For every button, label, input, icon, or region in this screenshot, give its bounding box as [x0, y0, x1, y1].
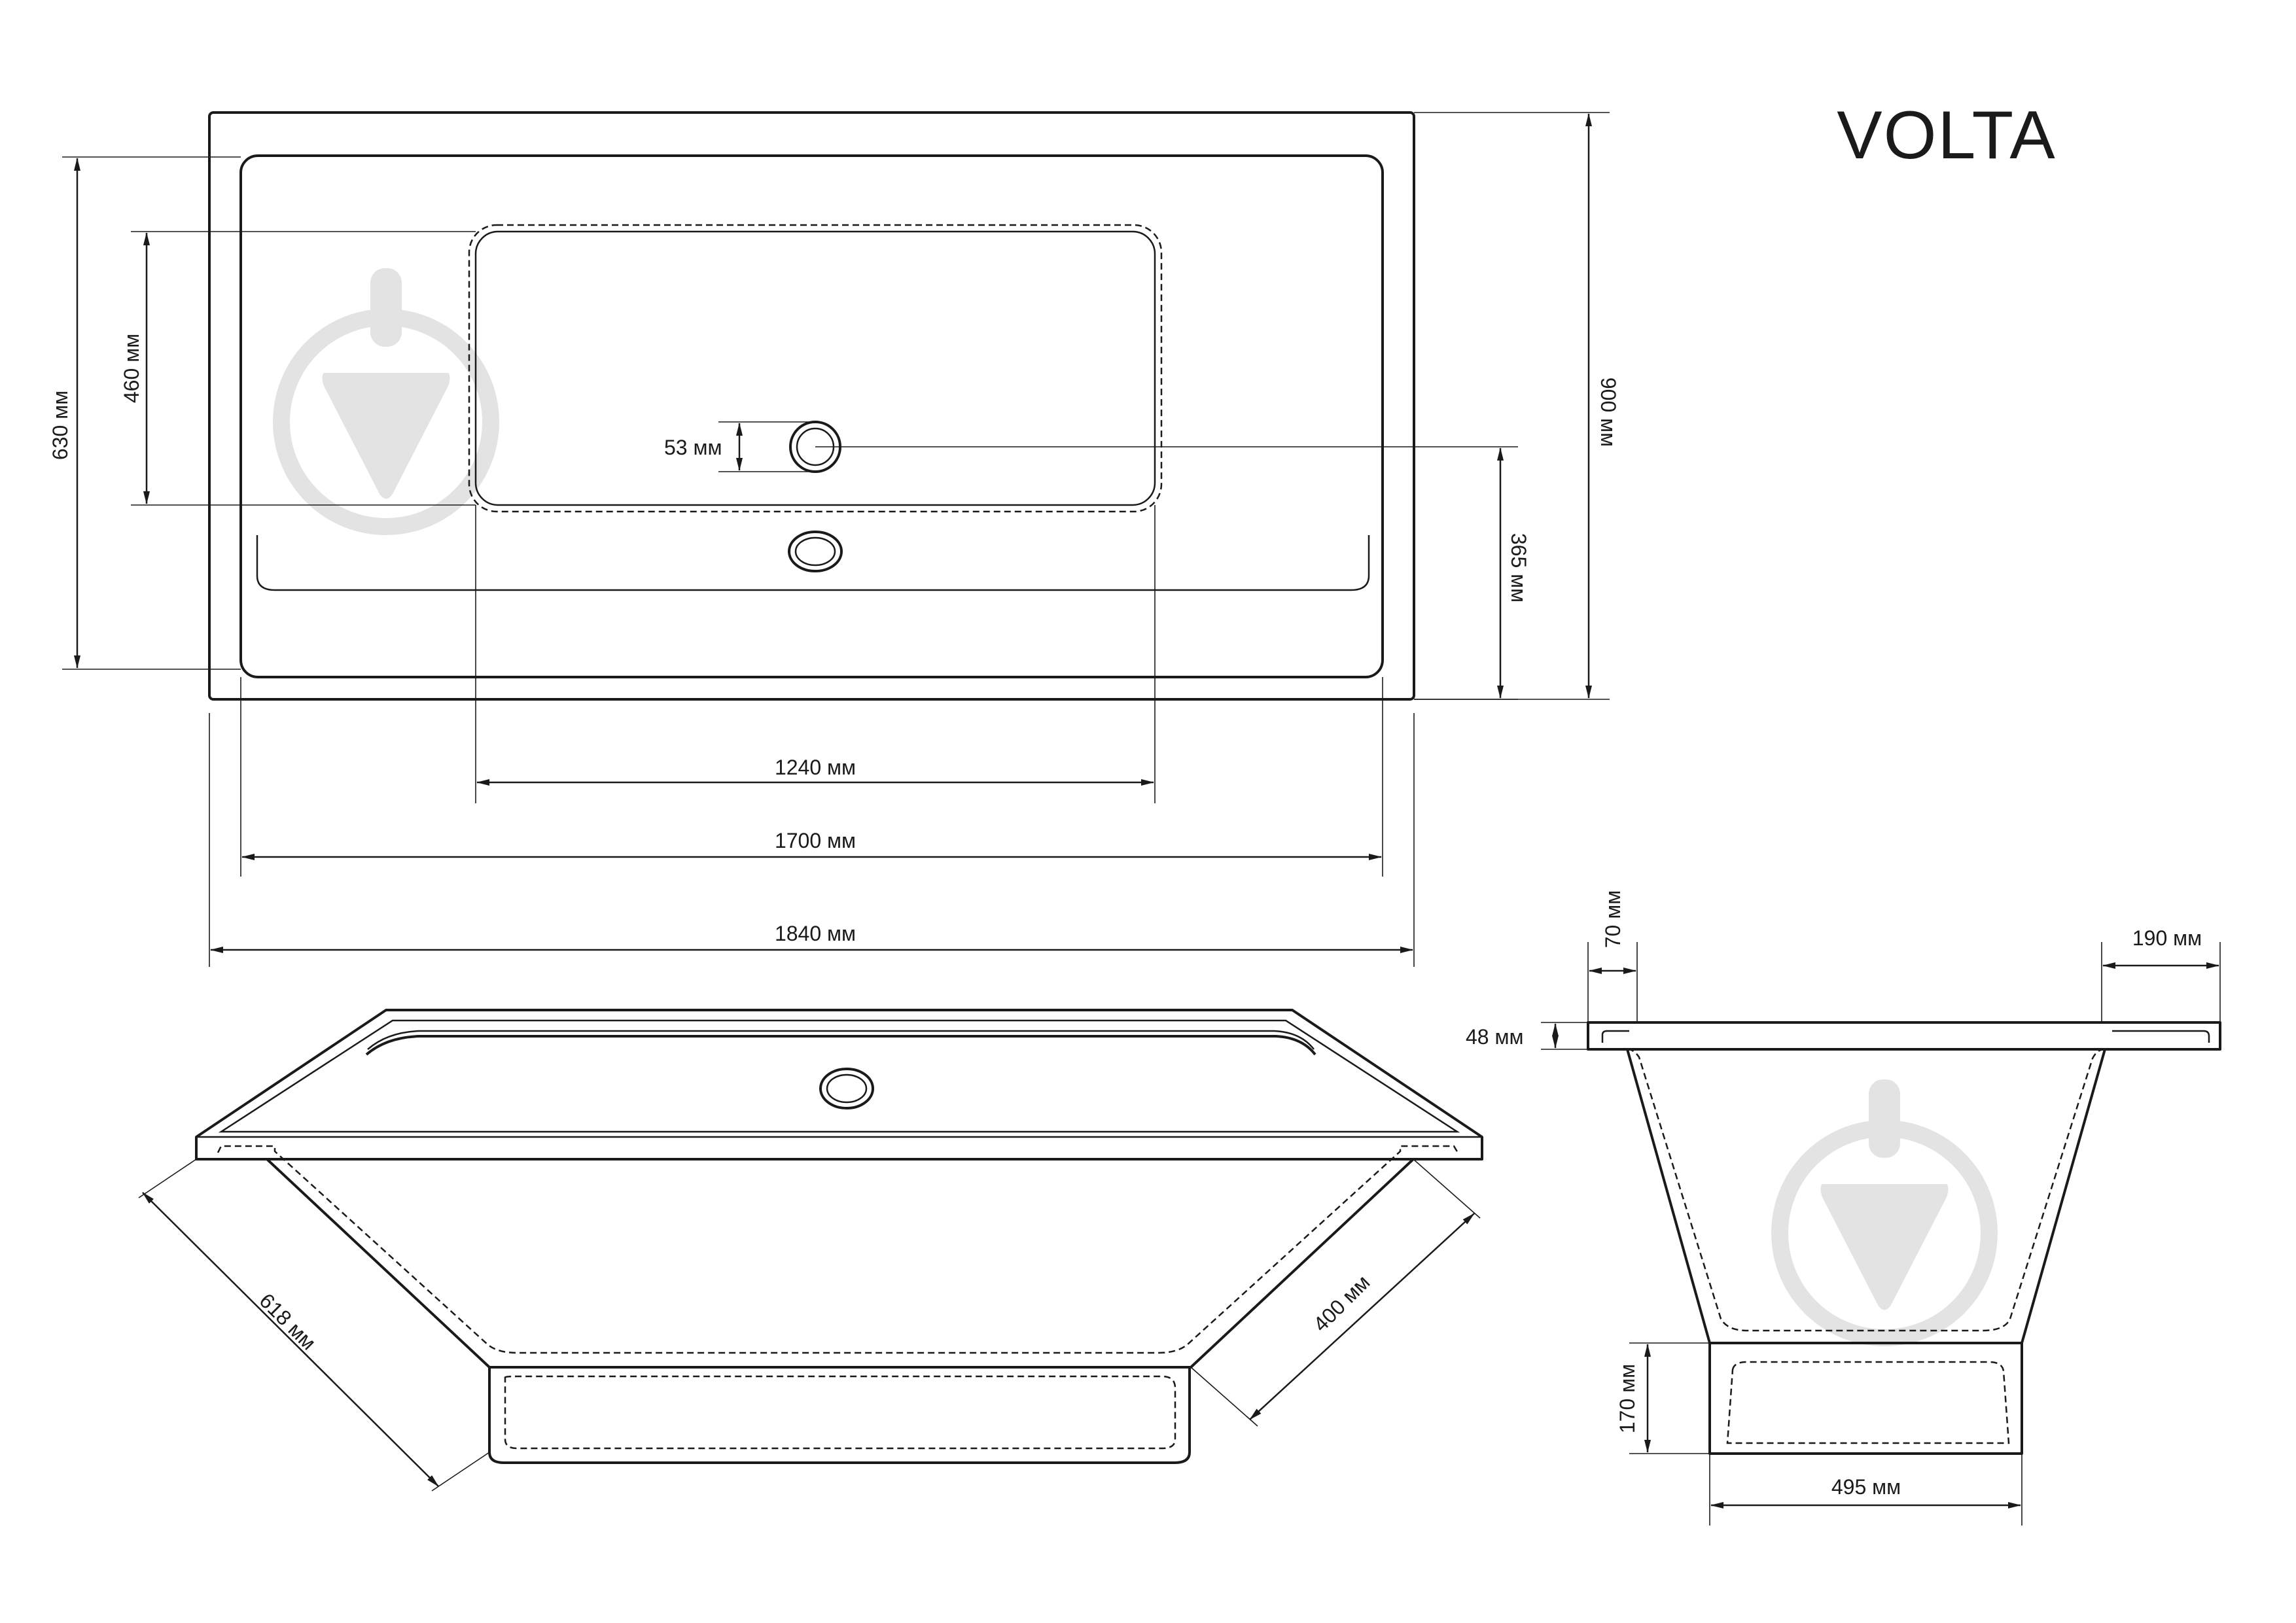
perspective-view — [195, 1009, 1483, 1464]
dim-width-total: 900 мм — [1597, 377, 1620, 447]
dim-bottom-width: 460 мм — [120, 334, 143, 403]
dim-drain-diameter: 53 мм — [664, 436, 722, 459]
dim-width-inner: 630 мм — [48, 391, 72, 460]
dim-rim-thickness: 48 мм — [1466, 1025, 1523, 1049]
dim-length-inner: 1700 мм — [775, 829, 856, 852]
dim-rim-width-side: 70 мм — [1601, 890, 1625, 948]
top-view-dimensions: 630 мм 460 мм 53 мм 365 мм 900 мм 1240 м… — [48, 112, 1620, 967]
overflow-hole-icon — [788, 531, 843, 572]
top-view — [208, 111, 1415, 701]
overflow-hole-icon — [819, 1068, 874, 1109]
dim-drain-offset: 365 мм — [1507, 533, 1530, 602]
dim-slant-end: 400 мм — [1309, 1270, 1375, 1336]
dim-base-width: 495 мм — [1831, 1475, 1901, 1499]
dim-length-total: 1840 мм — [775, 922, 856, 945]
dim-rim-width-end: 190 мм — [2132, 926, 2202, 950]
perspective-dimensions: 618 мм 400 мм — [138, 1159, 1481, 1492]
dim-slant-side: 618 мм — [255, 1289, 321, 1355]
dim-base-height: 170 мм — [1616, 1364, 1639, 1433]
watermark-logo-icon — [273, 268, 499, 535]
watermark-logo-icon — [1771, 1079, 1998, 1346]
side-view-dimensions: 70 мм 190 мм 48 мм 170 мм 495 мм — [1466, 890, 2221, 1526]
model-title: VOLTA — [1837, 97, 2057, 173]
dim-bottom-length: 1240 мм — [775, 756, 856, 779]
side-view — [1587, 1021, 2221, 1455]
